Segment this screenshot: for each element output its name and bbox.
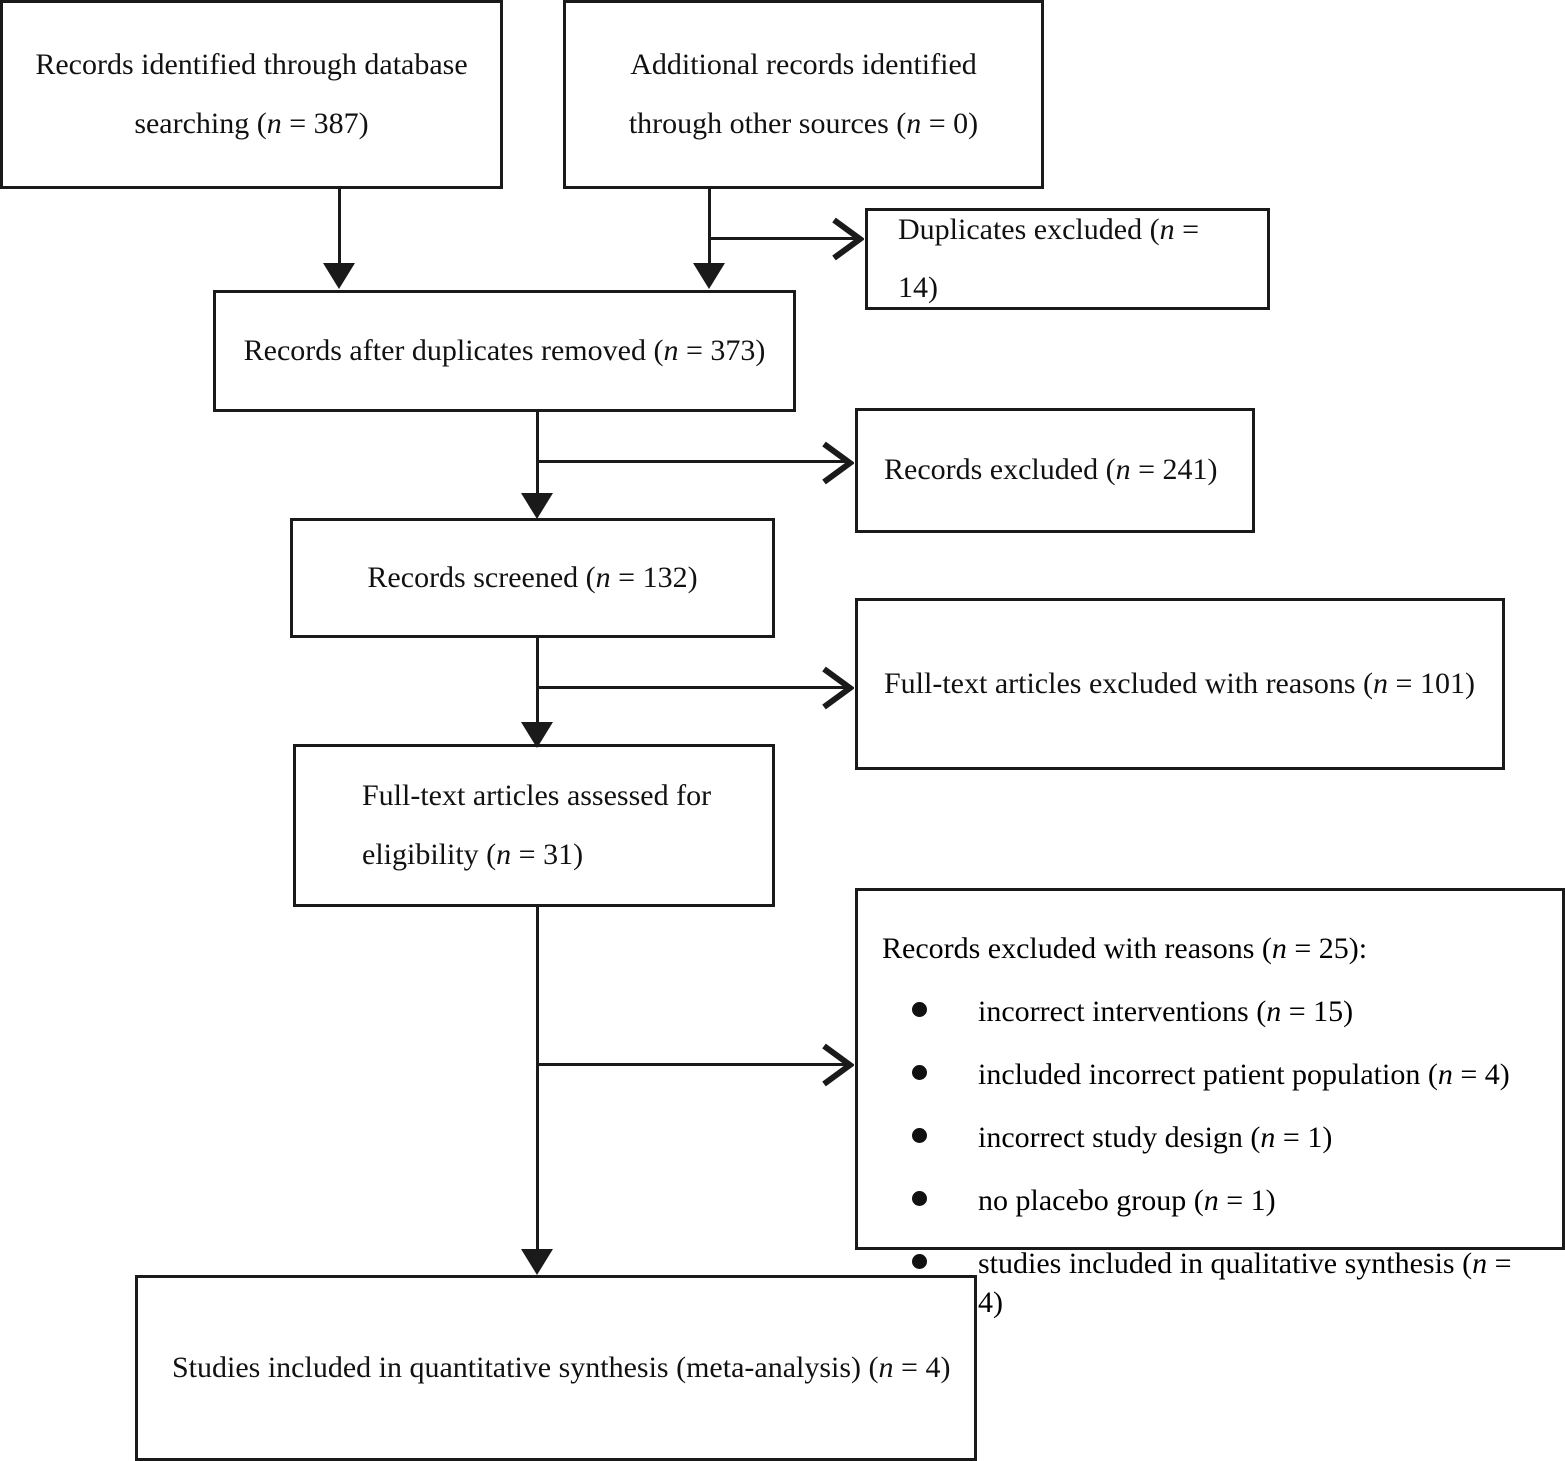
box-studies-included-quantitative-synthesis: Studies included in quantitative synthes… xyxy=(135,1275,977,1461)
reason-4-pre: studies included in qualitative synthesi… xyxy=(978,1247,1473,1280)
fulltext-excluded-post: = 101) xyxy=(1388,666,1475,700)
after-duplicates-post: = 373) xyxy=(678,333,766,367)
arrowhead-assessed-to-included xyxy=(521,1249,553,1275)
box-duplicates-excluded: Duplicates excluded (n = 14) xyxy=(865,208,1270,310)
connector-to-excluded-with-reasons xyxy=(536,1063,848,1066)
box-records-excluded-text: Records excluded (n = 241) xyxy=(858,441,1252,500)
connector-assessed-to-included xyxy=(536,907,539,1252)
records-excluded-post: = 241) xyxy=(1130,453,1218,487)
included-studies-n-italic: n xyxy=(878,1350,894,1384)
bullet-icon xyxy=(912,1253,927,1269)
bullet-icon xyxy=(912,1001,927,1017)
reason-item: no placebo group (n = 1) xyxy=(882,1181,1538,1220)
reasons-heading-n-italic: n xyxy=(1271,932,1287,965)
reason-1-post: = 4) xyxy=(1452,1058,1510,1091)
bullet-icon xyxy=(912,1064,927,1080)
reason-4-n-italic: n xyxy=(1472,1247,1488,1280)
included-studies-pre: Studies included in quantitative synthes… xyxy=(172,1350,879,1384)
other-sources-n-italic: n xyxy=(906,106,922,140)
db-search-line2-pre: searching ( xyxy=(134,106,267,140)
other-sources-line2-post: = 0) xyxy=(921,106,979,140)
fulltext-assessed-line2-pre: eligibility ( xyxy=(362,837,497,871)
arrowhead-to-fulltext-excluded xyxy=(820,665,854,711)
db-search-line1: Records identified through database xyxy=(35,48,468,81)
connector-to-records-excluded xyxy=(536,460,848,463)
reasons-inner: Records excluded with reasons (n = 25): … xyxy=(858,917,1562,1322)
box-records-screened-text: Records screened (n = 132) xyxy=(293,549,772,608)
records-screened-n-italic: n xyxy=(595,560,611,594)
reason-3-n-italic: n xyxy=(1203,1184,1219,1217)
reason-3-post: = 1) xyxy=(1218,1184,1276,1217)
reason-2-pre: incorrect study design ( xyxy=(978,1121,1261,1154)
reasons-list: incorrect interventions (n = 15) include… xyxy=(882,992,1538,1322)
reason-1-n-italic: n xyxy=(1437,1058,1453,1091)
reason-3-pre: no placebo group ( xyxy=(978,1184,1204,1217)
box-records-screened: Records screened (n = 132) xyxy=(290,518,775,638)
records-excluded-pre: Records excluded ( xyxy=(884,453,1116,487)
connector-other-to-after-duplicates xyxy=(708,189,711,265)
arrowhead-other-to-after-duplicates xyxy=(693,263,725,289)
connector-to-duplicates-excluded xyxy=(708,237,858,240)
box-records-after-duplicates-removed: Records after duplicates removed (n = 37… xyxy=(213,290,796,412)
arrowhead-db-to-after-duplicates xyxy=(323,263,355,289)
box-full-text-articles-assessed: Full-text articles assessed for eligibil… xyxy=(293,744,775,907)
connector-to-fulltext-excluded xyxy=(536,686,848,689)
arrowhead-to-records-excluded xyxy=(820,440,854,486)
box-records-after-duplicates-removed-text: Records after duplicates removed (n = 37… xyxy=(216,322,793,381)
duplicates-n-italic: n xyxy=(1159,212,1175,246)
reason-item: studies included in qualitative synthesi… xyxy=(882,1244,1538,1322)
reason-0-pre: incorrect interventions ( xyxy=(978,995,1267,1028)
box-full-text-articles-excluded: Full-text articles excluded with reasons… xyxy=(855,598,1505,770)
reason-4-post: = 4) xyxy=(978,1247,1512,1319)
reason-1-pre: included incorrect patient population ( xyxy=(978,1058,1438,1091)
fulltext-assessed-n-italic: n xyxy=(496,837,512,871)
fulltext-assessed-line2-post: = 31) xyxy=(511,837,584,871)
reason-2-n-italic: n xyxy=(1260,1121,1276,1154)
box-records-identified-database: Records identified through database sear… xyxy=(0,0,503,189)
reason-item: included incorrect patient population (n… xyxy=(882,1055,1538,1094)
bullet-icon xyxy=(912,1127,927,1143)
reasons-heading-post: = 25): xyxy=(1286,932,1368,965)
box-records-identified-database-text: Records identified through database sear… xyxy=(3,36,500,153)
fulltext-excluded-n-italic: n xyxy=(1373,666,1389,700)
db-search-n-italic: n xyxy=(266,106,282,140)
box-records-excluded: Records excluded (n = 241) xyxy=(855,408,1255,533)
box-records-identified-other-sources-text: Additional records identified through ot… xyxy=(566,36,1041,153)
box-full-text-articles-excluded-text: Full-text articles excluded with reasons… xyxy=(858,655,1502,714)
connector-db-to-after-duplicates xyxy=(338,189,341,265)
duplicates-post: = 14) xyxy=(898,212,1199,305)
arrowhead-after-duplicates-to-screened xyxy=(521,493,553,519)
box-records-excluded-with-reasons: Records excluded with reasons (n = 25): … xyxy=(855,888,1565,1319)
fulltext-excluded-pre: Full-text articles excluded with reasons… xyxy=(884,666,1374,700)
reason-0-post: = 15) xyxy=(1281,995,1354,1028)
reason-2-post: = 1) xyxy=(1275,1121,1333,1154)
reason-item: incorrect study design (n = 1) xyxy=(882,1118,1538,1157)
other-sources-line2-pre: through other sources ( xyxy=(628,106,907,140)
box-records-identified-other-sources: Additional records identified through ot… xyxy=(563,0,1044,189)
box-studies-included-text: Studies included in quantitative synthes… xyxy=(138,1339,974,1398)
db-search-line2-post: = 387) xyxy=(281,106,369,140)
fulltext-assessed-line1: Full-text articles assessed for xyxy=(362,779,712,812)
arrowhead-to-duplicates-excluded xyxy=(830,216,864,262)
included-studies-post: = 4) xyxy=(893,1350,951,1384)
records-screened-pre: Records screened ( xyxy=(367,560,596,594)
arrowhead-screened-to-assessed xyxy=(521,722,553,748)
duplicates-pre: Duplicates excluded ( xyxy=(898,212,1160,246)
after-duplicates-n-italic: n xyxy=(663,333,679,367)
records-excluded-n-italic: n xyxy=(1115,453,1131,487)
connector-screened-to-assessed xyxy=(536,638,539,728)
connector-after-duplicates-to-screened xyxy=(536,412,539,496)
reason-item: incorrect interventions (n = 15) xyxy=(882,992,1538,1031)
box-duplicates-excluded-text: Duplicates excluded (n = 14) xyxy=(868,201,1267,318)
reasons-heading: Records excluded with reasons (n = 25): xyxy=(882,929,1538,968)
reason-0-n-italic: n xyxy=(1266,995,1282,1028)
bullet-icon xyxy=(912,1190,927,1206)
after-duplicates-pre: Records after duplicates removed ( xyxy=(243,333,664,367)
reasons-heading-pre: Records excluded with reasons ( xyxy=(882,932,1272,965)
arrowhead-to-excluded-with-reasons xyxy=(820,1042,854,1088)
box-full-text-articles-assessed-text: Full-text articles assessed for eligibil… xyxy=(296,767,772,884)
records-screened-post: = 132) xyxy=(610,560,698,594)
other-sources-line1: Additional records identified xyxy=(630,48,977,81)
